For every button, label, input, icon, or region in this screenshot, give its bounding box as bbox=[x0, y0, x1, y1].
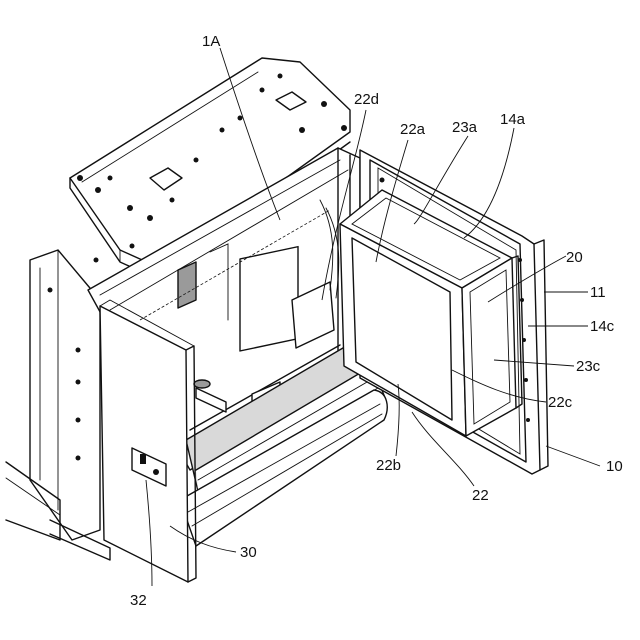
label-20: 20 bbox=[566, 249, 583, 266]
label-14a: 14a bbox=[500, 111, 526, 128]
label-22a: 22a bbox=[400, 121, 426, 138]
label-22c: 22c bbox=[548, 394, 573, 411]
label-23c: 23c bbox=[576, 358, 601, 375]
label-23a: 23a bbox=[452, 119, 478, 136]
label-32: 32 bbox=[130, 592, 147, 609]
label-22d: 22d bbox=[354, 91, 379, 108]
label-30: 30 bbox=[240, 544, 257, 561]
label-11: 11 bbox=[590, 284, 606, 301]
label-14c: 14c bbox=[590, 318, 615, 335]
label-22b: 22b bbox=[376, 457, 401, 474]
label-10: 10 bbox=[606, 458, 623, 475]
label-1A: 1A bbox=[202, 33, 220, 50]
label-22: 22 bbox=[472, 487, 489, 504]
